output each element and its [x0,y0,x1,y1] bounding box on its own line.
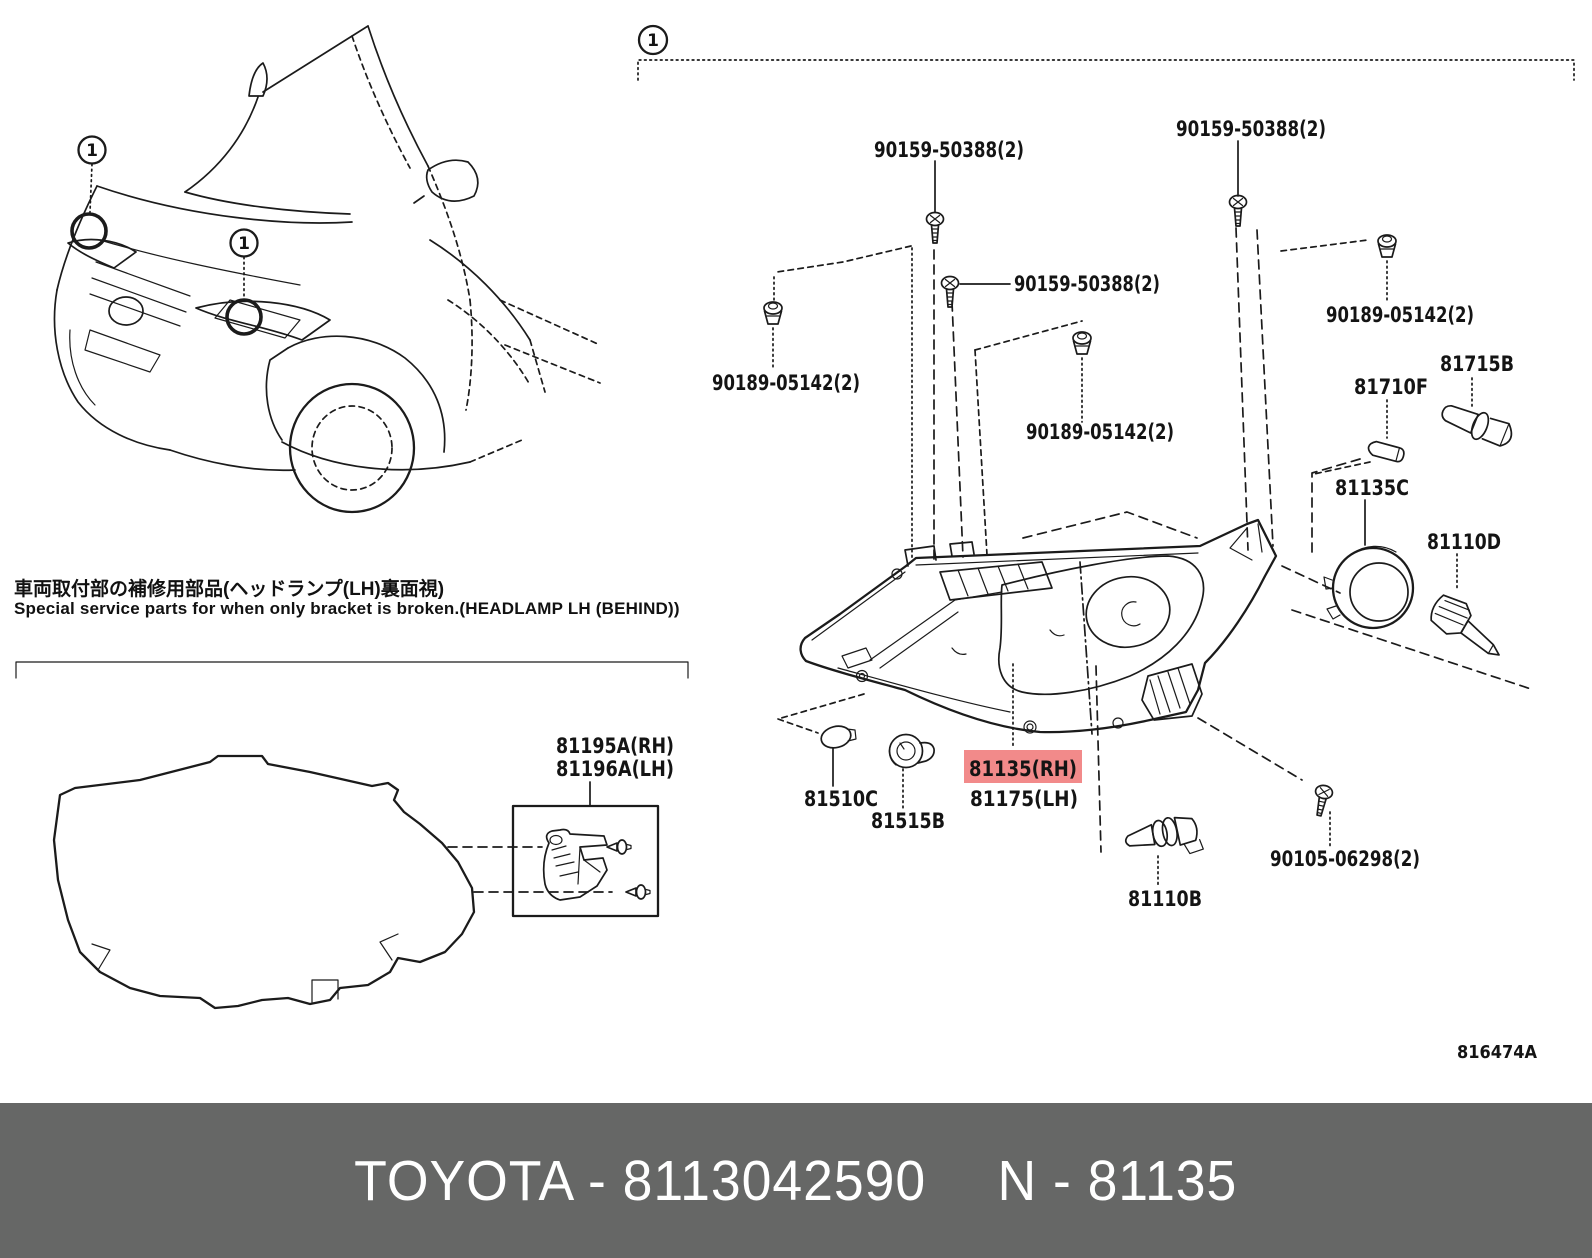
bulb-81715b-glyph [1441,404,1513,447]
footer-bar: TOYOTA - 8113042590 N - 81135 [0,1103,1592,1258]
cap-81135c-glyph [1323,545,1415,630]
left-headlamp-outline [67,238,137,269]
bracket-screw-top [606,839,632,855]
headlamp-location-marker-right [225,298,263,336]
part-label-81175-lh[interactable]: 81175(LH) [970,787,1078,811]
group-bracket-line [637,59,1575,81]
car-front-illustration: 1 1 [53,25,601,514]
part-label-81715b[interactable]: 81715B [1440,352,1514,376]
bracket-screw-bottom [625,884,651,900]
clip-glyph-mid [1072,331,1092,355]
part-label-81510c[interactable]: 81510C [804,787,878,811]
callout-1-left-number: 1 [86,141,98,161]
clip-glyph-left [763,301,783,325]
part-label-screw-top-left[interactable]: 90159-50388(2) [874,138,1024,162]
screw-glyph-top-left [925,211,945,244]
car-callout-1-right: 1 [225,228,263,336]
part-label-clip-mid[interactable]: 90189-05142(2) [1026,420,1174,444]
side-mirror [425,159,479,202]
part-labels: 90159-50388(2) 90159-50388(2) 90159-5038… [712,117,1514,911]
part-label-screw-mid[interactable]: 90159-50388(2) [1014,272,1160,296]
bulb-81110b-glyph [1124,816,1204,855]
car-callout-1-left: 1 [70,135,108,250]
bracket-detail-box [511,804,660,918]
bulb-81710f-glyph [1367,440,1405,463]
headlamp-location-marker-left [70,212,108,250]
projector-lens [1085,575,1171,649]
clip-glyph-right [1377,234,1397,258]
highlighted-part-label[interactable]: 81135(RH) [964,750,1082,783]
bulb-81110d-glyph [1430,594,1500,656]
footer-text: TOYOTA - 8113042590 N - 81135 [354,1148,1237,1214]
part-label-81110b[interactable]: 81110B [1128,887,1202,911]
highlight-box [964,750,1082,783]
exploded-view: 1 [637,24,1575,1063]
service-note-english: Special service parts for when only brac… [14,599,680,618]
part-label-81110d[interactable]: 81110D [1427,530,1501,554]
callout-1-right-number: 1 [238,234,250,254]
front-wheel [288,382,416,514]
bulb-81510c-glyph [820,725,857,749]
headlamp-rear-outline [52,754,476,1010]
car-body-line-art [53,25,601,514]
construction-lines [773,227,1535,853]
screw-glyph-top-right [1228,194,1248,227]
part-label-81515b[interactable]: 81515B [871,809,945,833]
headlamp-assembly-drawing [799,518,1278,734]
fog-lamp [108,296,144,326]
exploded-callout-number: 1 [647,31,659,51]
part-label-screw-top-right[interactable]: 90159-50388(2) [1176,117,1326,141]
screw-glyph-mid [940,275,960,308]
right-headlamp-outline [195,300,331,341]
part-label-81195a-rh[interactable]: 81195A(RH) [556,734,674,758]
bracket-leader-lines [447,846,613,893]
part-label-90105[interactable]: 90105-06298(2) [1270,847,1420,871]
part-label-81710f[interactable]: 81710F [1354,375,1428,399]
part-label-clip-right[interactable]: 90189-05142(2) [1326,303,1474,327]
connector-block [1141,663,1203,721]
footer-part-number: TOYOTA - 8113042590 [354,1148,927,1213]
part-label-clip-left[interactable]: 90189-05142(2) [712,371,860,395]
antenna-fin [248,62,268,97]
socket-81515b-glyph [888,733,935,769]
part-label-81135c[interactable]: 81135C [1335,476,1409,500]
diagram-code: 816474A [1457,1042,1537,1063]
bracket-part-glyph [542,828,608,901]
part-label-81135-rh[interactable]: 81135(RH) [969,757,1077,781]
bracket-service-section: 81195A(RH) 81196A(LH) [15,661,689,1010]
section-bracket-line [15,661,689,679]
exploded-callout-1: 1 [637,24,1575,81]
part-label-81196a-lh[interactable]: 81196A(LH) [556,757,674,781]
service-note-japanese: 車両取付部の補修用部品(ヘッドランプ(LH)裏面視) [14,579,445,600]
footer-reference: N - 81135 [997,1148,1238,1213]
